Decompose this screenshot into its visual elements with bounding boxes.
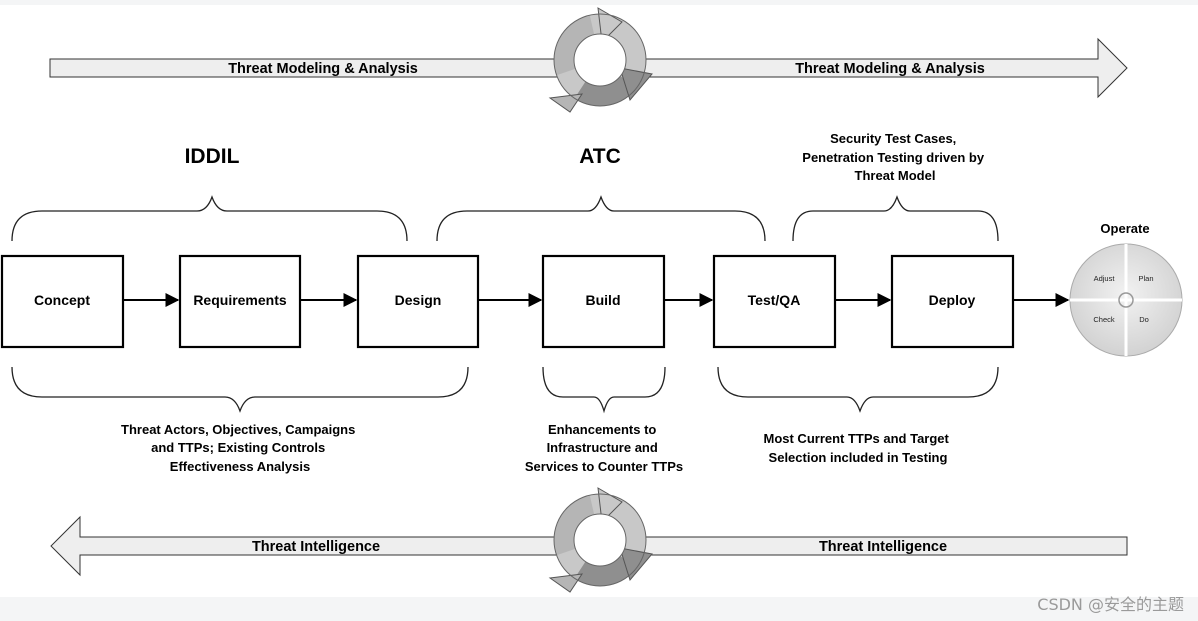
middle-note-line-1: Enhancements to [548, 422, 656, 437]
test-qa-label: Test/QA [748, 292, 801, 308]
pdca-wheel: Adjust Plan Check Do [1069, 243, 1183, 357]
right-note: Most Current TTPs and Target Selection i… [763, 431, 952, 465]
middle-note-line-2: Infrastructure and [547, 440, 658, 455]
security-tests-brace [792, 195, 999, 242]
design-label: Design [395, 292, 442, 308]
iddil-bottom-brace [11, 366, 469, 413]
pdca-plan: Plan [1138, 274, 1153, 283]
security-tests-line-3: Threat Model [855, 168, 936, 183]
iddil-brace [11, 195, 408, 242]
bottom-cycle-icon [548, 487, 653, 593]
pdca-do: Do [1139, 315, 1149, 324]
design-box [356, 254, 480, 349]
left-note: Threat Actors, Objectives, Campaigns and… [121, 422, 359, 474]
build-bottom-brace [542, 366, 666, 414]
iddil-heading: IDDIL [185, 145, 240, 168]
process-diagram: Threat Modeling & Analysis Threat Modeli… [0, 7, 1183, 593]
diagram-canvas: Threat Modeling & Analysis Threat Modeli… [0, 5, 1198, 597]
concept-box [0, 254, 125, 349]
right-note-line-2: Selection included in Testing [769, 450, 948, 465]
atc-brace [436, 195, 766, 242]
middle-note-line-3: Services to Counter TTPs [525, 459, 683, 474]
bottom-band-left-label: Threat Intelligence [252, 539, 380, 555]
concept-label: Concept [34, 292, 90, 308]
top-band-left-label: Threat Modeling & Analysis [228, 61, 418, 77]
operate-title: Operate [1100, 221, 1149, 236]
pdca-check: Check [1093, 315, 1115, 324]
security-tests-line-1: Security Test Cases, [830, 131, 956, 146]
middle-note: Enhancements to Infrastructure and Servi… [525, 422, 683, 474]
left-note-line-2: and TTPs; Existing Controls [151, 440, 325, 455]
test-qa-box [712, 254, 837, 349]
top-braces [11, 195, 999, 242]
deploy-box [890, 254, 1015, 349]
test-deploy-bottom-brace [717, 366, 999, 413]
build-label: Build [586, 292, 621, 308]
left-note-line-1: Threat Actors, Objectives, Campaigns [121, 422, 355, 437]
atc-heading: ATC [579, 145, 621, 168]
deploy-label: Deploy [929, 292, 976, 308]
requirements-box [178, 254, 302, 349]
top-band-right-label: Threat Modeling & Analysis [795, 61, 985, 77]
build-box [541, 254, 666, 349]
requirements-label: Requirements [193, 292, 287, 308]
right-note-line-1: Most Current TTPs and Target [763, 431, 949, 446]
top-cycle-icon [548, 7, 653, 113]
bottom-band-right-label: Threat Intelligence [819, 539, 947, 555]
process-boxes: Concept Requirements Design Build Test/Q… [0, 254, 1015, 349]
bottom-braces [11, 366, 999, 414]
operate-group: Operate Adjust Plan Check Do [1069, 221, 1183, 357]
security-tests-heading: Security Test Cases, Penetration Testing… [802, 131, 987, 183]
left-note-line-3: Effectiveness Analysis [170, 459, 310, 474]
csdn-watermark: CSDN @安全的主题 [1037, 595, 1184, 614]
pdca-adjust: Adjust [1094, 274, 1116, 283]
security-tests-line-2: Penetration Testing driven by [802, 150, 985, 165]
